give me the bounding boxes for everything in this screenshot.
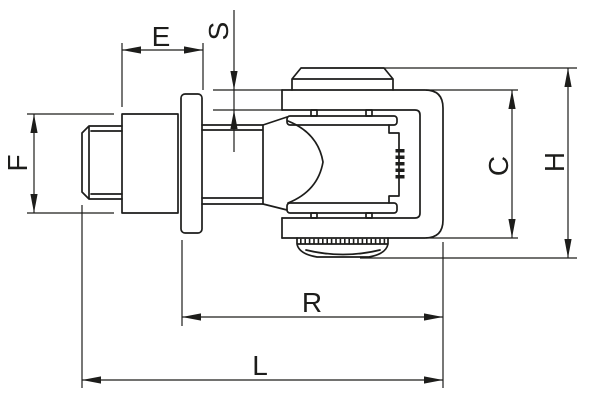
dimension-S: S [203,10,282,152]
dimension-L: L [81,205,444,388]
dimension-E-label: E [152,21,171,52]
dimension-H-extension-lines [330,67,577,259]
dimension-R-arrow-right [424,313,443,321]
eye-cone-transition [262,116,324,211]
dimension-R-label: R [302,287,322,318]
dimension-C-arrow-up [508,90,516,109]
bolt-shank [201,124,264,205]
dimension-H: H [330,67,577,259]
dimension-E-arrow-left [122,46,141,54]
dimension-S-arrow-up [230,110,238,129]
bolt-threaded-end [81,125,123,200]
bolt-assembly [81,93,264,234]
dimension-L-arrow-left [82,376,101,384]
dimension-H-arrow-down [564,239,572,258]
bottom-knurled-nut [296,237,389,258]
dimension-L-label: L [252,350,268,381]
pin-nut-outline [291,67,394,91]
top-pin-nut [291,67,394,91]
bolt-flange-washer [180,93,203,234]
dimension-E-arrow-right [184,46,203,54]
eye-tab-top-left [310,109,318,117]
dimension-F-arrow-up [30,114,38,133]
dimension-H-arrow-up [564,68,572,87]
dimension-R-arrow-left [182,313,201,321]
dimension-S-extension-lines [213,89,282,111]
dimension-F-extension-lines [27,113,114,214]
dimension-L-arrow-right [424,376,443,384]
dimension-H-label: H [539,152,570,172]
dimension-C: C [426,89,518,239]
dimension-F-arrow-down [30,194,38,213]
dimension-R: R [181,240,443,326]
dimension-E: E [121,21,204,107]
bracket-inner-contour [281,109,421,219]
bolt-hex-nut [121,113,179,214]
bracket-outer-contour [281,89,444,239]
dimension-E-extension-lines [121,43,204,107]
knurled-nut-body [296,237,389,258]
eye-top-washer [286,115,398,126]
hinge-eye [262,109,405,219]
dimension-S-arrow-down [230,71,238,90]
u-bracket [281,89,444,239]
dimension-L-extension-lines [81,205,444,388]
dimension-C-label: C [483,156,514,176]
dimension-C-arrow-down [508,219,516,238]
dimension-F-label: F [2,154,33,171]
dimension-C-extension-lines [426,89,518,239]
dimension-S-label: S [203,22,234,41]
eye-tab-top-right [365,109,373,117]
dimension-F: F [2,113,114,214]
eye-bottom-washer [286,202,398,214]
